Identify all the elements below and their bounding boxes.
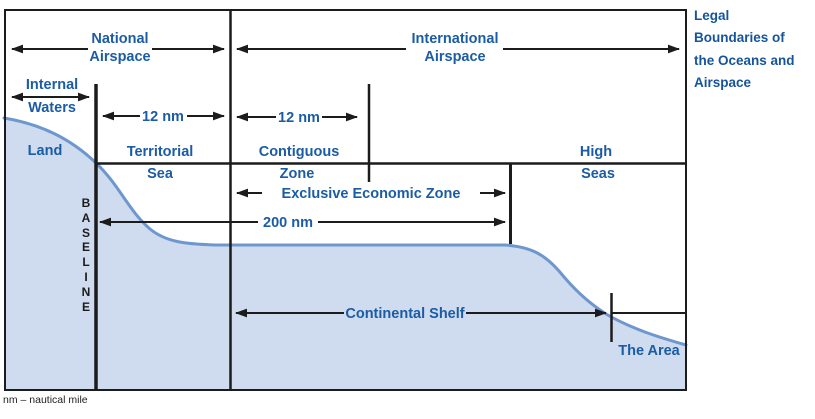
baseline-label: B A S E L I N E — [79, 196, 93, 314]
figure-title-line: the Oceans and — [694, 52, 795, 68]
figure-title: Legal Boundaries of the Oceans and Airsp… — [694, 5, 814, 94]
internal-waters-label-line2: Waters — [28, 100, 76, 116]
baseline-letter: N — [81, 284, 91, 299]
nm200-label: 200 nm — [263, 215, 313, 231]
territorial-sea-label-line2: Sea — [147, 166, 174, 182]
baseline-letter: B — [81, 196, 91, 210]
land-label: Land — [28, 143, 63, 159]
baseline-letter: I — [84, 269, 88, 284]
continental-shelf-label: Continental Shelf — [345, 306, 464, 322]
baseline-letter: E — [81, 299, 90, 314]
internal-waters-label-line1: Internal — [26, 77, 78, 93]
baseline-letter: S — [81, 225, 90, 240]
contiguous-12nm-label: 12 nm — [278, 110, 320, 126]
the-area-label: The Area — [618, 343, 680, 359]
contiguous-zone-label-line1: Contiguous — [259, 144, 340, 160]
diagram-canvas: National Airspace International Airspace… — [2, 9, 688, 391]
baseline-letter: E — [81, 240, 90, 255]
figure-title-line: Airspace — [694, 74, 752, 90]
high-seas-label-line2: Seas — [581, 166, 615, 182]
baseline-letter: A — [81, 210, 91, 225]
baseline-letter: L — [82, 255, 90, 270]
territorial-12nm-label: 12 nm — [142, 109, 184, 125]
diagram-border — [4, 9, 687, 391]
international-airspace-label-line1: International — [411, 31, 498, 47]
figure-title-line: Legal — [694, 8, 730, 23]
footnote-nautical-mile: nm – nautical mile — [3, 394, 88, 406]
eez-label: Exclusive Economic Zone — [282, 186, 461, 202]
high-seas-label-line1: High — [580, 144, 612, 160]
national-airspace-label-line2: Airspace — [89, 49, 150, 65]
territorial-sea-label-line1: Territorial — [127, 144, 194, 160]
figure-title-line: Boundaries of — [694, 30, 785, 46]
contiguous-zone-label-line2: Zone — [280, 166, 315, 182]
land-seabed-fill — [4, 118, 686, 390]
national-airspace-label-line1: National — [91, 31, 148, 47]
international-airspace-label-line2: Airspace — [424, 49, 485, 65]
